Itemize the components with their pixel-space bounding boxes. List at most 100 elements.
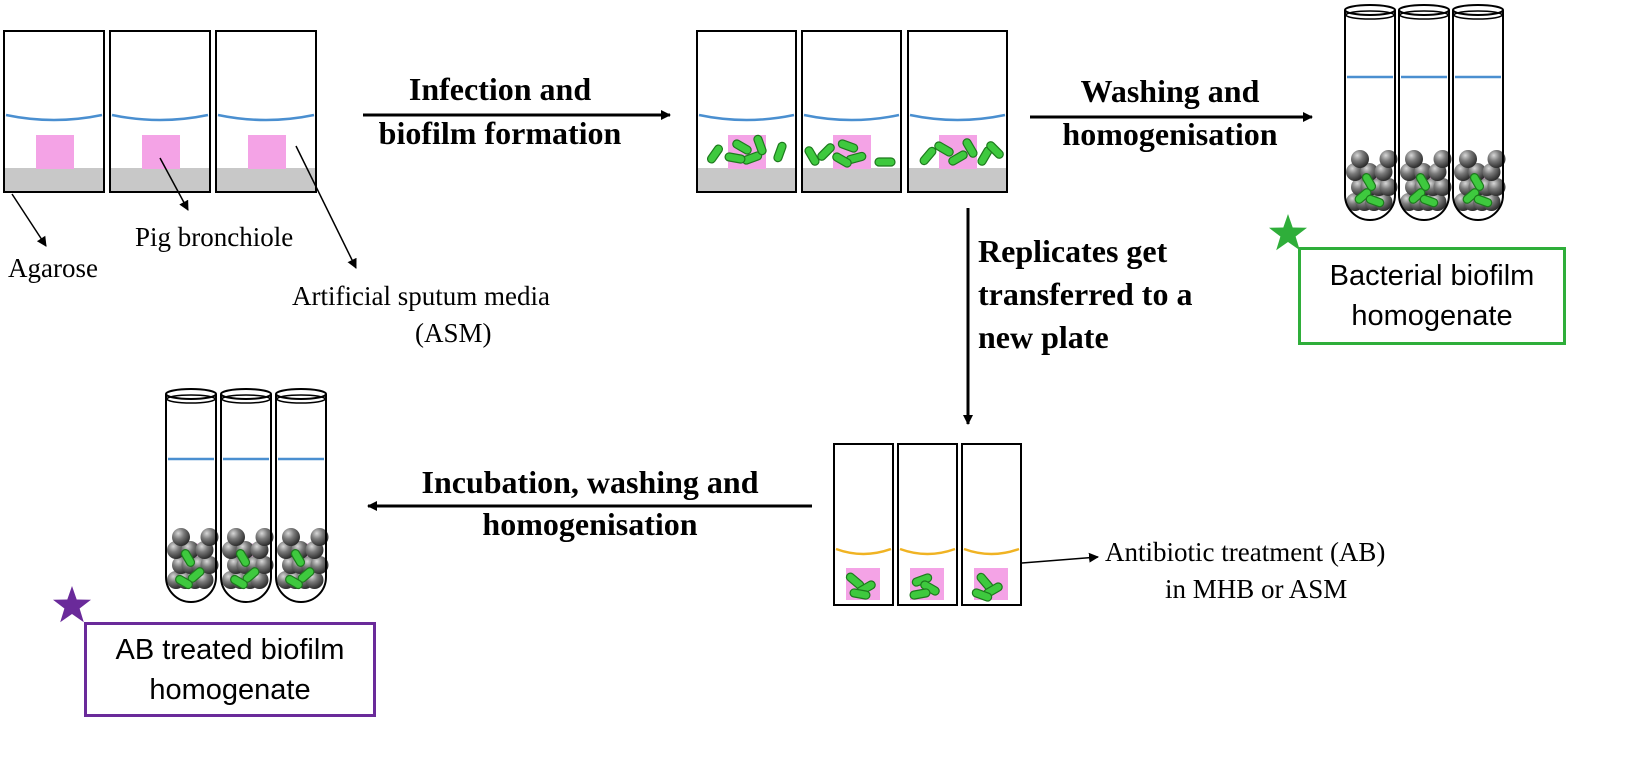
tube-body xyxy=(1344,10,1396,221)
antibiotic-label-line2: in MHB or ASM xyxy=(1165,574,1348,604)
plate2-well-1 xyxy=(696,30,797,193)
output-tube-bottom-1 xyxy=(165,388,219,603)
bead xyxy=(1459,150,1477,168)
agarose-layer xyxy=(4,168,104,192)
tube-body xyxy=(275,394,327,603)
well-outline xyxy=(961,443,1022,606)
bead xyxy=(1351,150,1369,168)
bacterial-biofilm-homogenate-box: Bacterial biofilm homogenate xyxy=(1298,247,1566,345)
bacterium xyxy=(962,138,978,158)
well-outline xyxy=(833,443,894,606)
bacterium xyxy=(804,146,820,166)
bacterium xyxy=(1473,194,1493,208)
bead xyxy=(1379,150,1398,168)
tube-rim xyxy=(1398,4,1450,16)
bead xyxy=(200,528,219,546)
tube-body xyxy=(1398,10,1450,221)
bacterium xyxy=(175,574,193,590)
bacterium xyxy=(235,549,251,567)
plate3-well-2 xyxy=(897,443,958,606)
bacterium xyxy=(817,143,835,161)
asm-label-line1: Artificial sputum media xyxy=(292,281,550,311)
bacterium xyxy=(285,574,303,590)
pig-bronchiole-tissue xyxy=(248,135,286,169)
replicates-step-line3: new plate xyxy=(978,319,1109,355)
medium-meniscus xyxy=(111,113,209,122)
well-outline xyxy=(801,30,902,193)
bead xyxy=(1433,178,1452,196)
bacterium xyxy=(948,150,968,166)
well-outline xyxy=(109,30,211,193)
bead xyxy=(1379,178,1398,196)
bead xyxy=(310,528,329,546)
output-tube-top-1 xyxy=(1344,4,1398,221)
bacterium xyxy=(290,549,306,567)
pointer-asm xyxy=(295,145,357,269)
plate3-well-3 xyxy=(961,443,1022,606)
infection-step-line1: Infection and xyxy=(408,71,592,107)
well-outline xyxy=(215,30,317,193)
bead xyxy=(227,528,245,546)
bacterium xyxy=(706,144,724,164)
bacterium xyxy=(1354,188,1372,204)
pig-bronchiole-tissue xyxy=(142,135,180,169)
tube-rim xyxy=(1344,4,1396,16)
bacterium xyxy=(230,574,248,590)
tube-rim xyxy=(1452,4,1504,16)
medium-meniscus xyxy=(5,113,103,122)
bacterium xyxy=(1415,173,1431,191)
well-outline xyxy=(907,30,1008,193)
agarose-layer xyxy=(908,168,1007,192)
tube-rim-inner xyxy=(1345,10,1395,20)
tube-rim xyxy=(275,388,327,400)
bacterium xyxy=(1361,173,1377,191)
tube-rim xyxy=(165,388,217,400)
tube-body xyxy=(165,394,217,603)
tube-rim-inner xyxy=(221,394,271,404)
antibiotic-label-line1: Antibiotic treatment (AB) xyxy=(1105,537,1386,567)
bead xyxy=(1405,150,1423,168)
plate3-well-1 xyxy=(833,443,894,606)
bacterium xyxy=(1462,188,1480,204)
bacterium xyxy=(1408,188,1426,204)
tube-rim-inner xyxy=(276,394,326,404)
bacterium xyxy=(837,139,859,153)
tube-rim-inner xyxy=(1453,10,1503,20)
medium-meniscus xyxy=(803,113,900,122)
agarose-label: Agarose xyxy=(8,253,98,283)
medium-meniscus xyxy=(899,547,956,556)
plate2-well-2 xyxy=(801,30,902,193)
washing-step-line1: Washing and xyxy=(1080,73,1260,109)
output-tube-top-3 xyxy=(1452,4,1506,221)
medium-meniscus xyxy=(909,113,1006,122)
pig-bronchiole-tissue xyxy=(36,135,74,169)
green-star-icon xyxy=(1269,214,1307,251)
bead xyxy=(172,528,190,546)
bacterium xyxy=(832,152,852,168)
output-tube-bottom-2 xyxy=(220,388,274,603)
tube-body xyxy=(1452,10,1504,221)
output-tube-bottom-3 xyxy=(275,388,329,603)
ab-box-line1: AB treated biofilm xyxy=(115,633,345,666)
well-outline xyxy=(3,30,105,193)
incubation-step-line2: homogenisation xyxy=(482,506,698,542)
tube-rim xyxy=(220,388,272,400)
bacterium xyxy=(724,152,746,164)
medium-meniscus xyxy=(698,113,795,122)
bacterium xyxy=(1365,194,1385,208)
bead xyxy=(255,556,274,574)
bacterium xyxy=(919,146,937,166)
tube-body xyxy=(220,394,272,603)
well-outline xyxy=(897,443,958,606)
bead xyxy=(1487,150,1506,168)
bacterium xyxy=(874,157,896,167)
replicates-step-line2: transferred to a xyxy=(978,276,1193,312)
pointer-pig-bronchiole xyxy=(159,157,189,211)
bacterium xyxy=(773,141,787,163)
bacterium xyxy=(1469,173,1485,191)
incubation-step-line1: Incubation, washing and xyxy=(421,464,759,500)
bacterium xyxy=(732,139,752,155)
ab-treated-biofilm-homogenate-box: AB treated biofilm homogenate xyxy=(84,622,376,717)
bacterium xyxy=(971,588,993,602)
